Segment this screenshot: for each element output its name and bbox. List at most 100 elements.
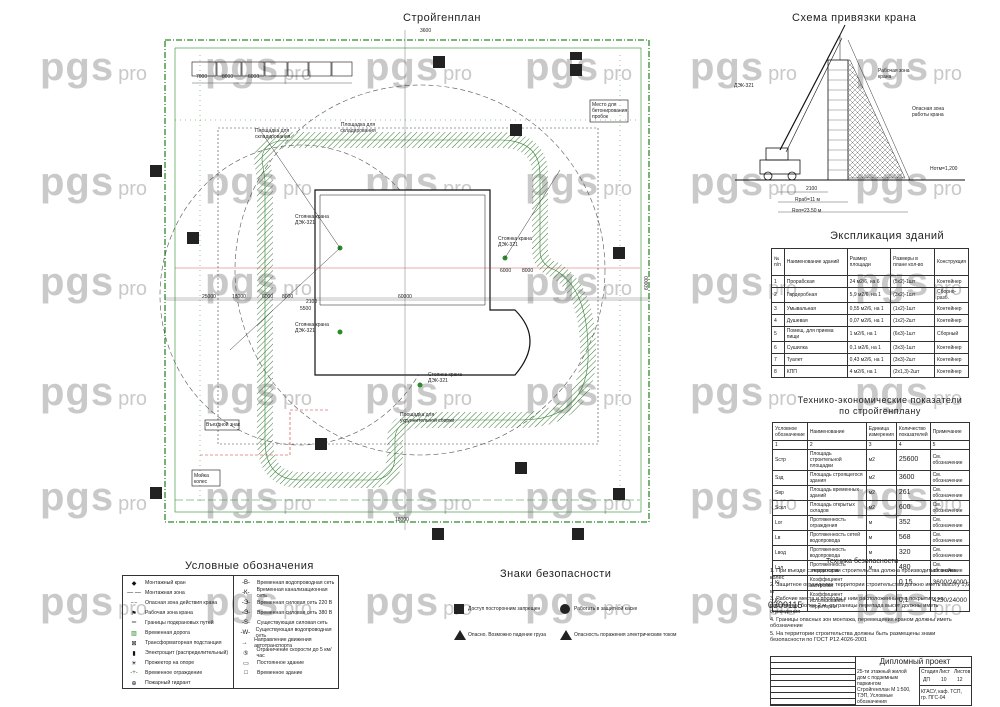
plan-label: Место для бетонирования пробок [592,102,628,120]
crane-danger-zone [234,84,606,456]
safety-sign-label: Опасно. Возможно падение груза [468,632,547,638]
wheel-wash [191,469,221,487]
plan-label: Площадка для укрупнительной сборки [400,412,455,424]
table-header-row: Условное обозначение Наименование Единиц… [772,422,971,441]
sheets-header: Листов [954,669,971,675]
legend-item: -W-Существующая водопроводная сеть [235,627,338,639]
safety-note: 5. На территории строительства должны бы… [770,630,936,644]
crane-label: Опасная зона работы крана [912,106,945,118]
legend-item: ⊠Трансформаторная подстанция [123,638,233,648]
site-plan-title: Стройгенплан [403,12,481,24]
legend-box: ◆Монтажный кран — —Монтажная зона -·-Опа… [122,575,339,689]
legend-item: -+-Временное ограждение [123,668,233,678]
no-entry-sign-icon [454,604,464,614]
crane-scheme-title: Схема привязки крана [792,12,917,24]
table-header-row: № п/п Наименование зданий Размер площади… [771,248,970,276]
tech-econ-title: Технико-экономические показатели по стро… [797,395,963,416]
plan-label: Стоянка крана ДЭК-321 [498,236,532,248]
building-outline [314,189,531,376]
flag-icon: ⚑ [131,610,137,617]
dash-dot-line-icon: -·- [131,600,137,606]
dim-label: 25000 [202,294,216,300]
safety-notes: 1. При въезде с территории строительства… [770,568,970,644]
site-plan-drawing [150,30,650,540]
legend-title: Условные обозначения [185,560,314,572]
legend-item: □Временное здание [235,668,338,678]
legend-item: — —Монтажная зона [123,588,233,598]
drawing-title: Дипломный проект [879,657,951,666]
legend-item: -Э-Временная силовая сеть 380 В [235,608,338,618]
legend-item: -Э-Временная силовая сеть 220 В [235,598,338,608]
buildings-title: Экспликация зданий [830,230,945,242]
transformer-icon: ⊠ [131,640,137,647]
legend-item: ⊕Пожарный гидрант [123,678,233,688]
power-220-icon: -Э- [241,600,251,606]
hydrant-icon: ⊕ [131,680,137,687]
safety-sign-marker [433,56,445,68]
safety-note: 3. Рабочие места и проходы к ним располо… [770,596,944,615]
legend-column-left: ◆Монтажный кран — —Монтажная зона -·-Опа… [123,578,233,688]
safety-note: 4. Границы опасных зон монтажа, перемеще… [770,616,952,630]
safety-signs: Доступ посторонним запрещен Работать в з… [450,600,710,660]
dim-label: 60000 [643,276,650,290]
stamp-code: 0309115 [768,600,803,610]
crane-label: Нотм=1,200 [930,166,958,172]
crane-label: 2100 [806,186,818,192]
dim-label: 7000 [196,74,208,80]
plan-label: Мойка колес [194,473,209,485]
buildings-table: № п/п Наименование зданий Размер площади… [771,248,970,378]
existing-power-icon: -S- [242,620,250,626]
legend-item: ▮Электрощит (распределительный) [123,648,233,658]
switchboard-icon: ▮ [132,650,136,657]
title-block: Дипломный проект 25-ти этажный жилой дом… [770,656,972,706]
dim-label: 6000 [500,268,512,274]
legend-item: ═Границы подкрановых путей [123,618,233,628]
rail-icon: ═ [131,620,137,626]
organization: КГАСУ, каф. ТСП, гр. ПГС-04 [921,689,962,701]
dim-label: 18000 [395,517,409,523]
sheet-title: Стройгенплан М 1:500, ТЭП, Условные обоз… [857,687,911,705]
safety-sign-label: Доступ посторонним запрещен [468,606,541,612]
temporary-building [191,61,217,77]
plan-label: Стоянка крана ДЭК-321 [295,214,329,226]
sheet-count: 12 [957,677,963,683]
project-name: 25-ти этажный жилой дом с подземным парк… [857,669,907,687]
plan-label: Стоянка крана ДЭК-321 [295,322,329,334]
signatures-grid [771,657,856,705]
safety-requirements-title: Техника безопасности [826,558,899,565]
entrance-sign [204,419,240,431]
permanent-building-icon: ▭ [243,660,249,667]
legend-item: -S-Существующая силовая сеть [235,618,338,628]
dim-label: 60000 [398,294,412,300]
legend-column-right: -В-Временная водопроводная сеть -К-Време… [235,578,338,678]
dim-label: 6000 [262,294,274,300]
dim-label: 8000 [222,74,234,80]
crane-label: Рабочая зона крана [878,68,910,80]
arrow-right-icon: → [241,640,248,646]
temporary-fence [164,39,650,523]
legend-item: ▨Временная дорога [123,628,233,638]
safety-sign-label: Опасность поражения электрическим током [574,632,677,638]
dim-label: 3600 [420,28,432,34]
safety-sign-label: Работать в защитной каске [574,606,638,612]
plan-label: Въездной знак [206,422,240,428]
crane-label: ДЭК-321 [734,83,754,89]
tech-econ-table: Условное обозначение Наименование Единиц… [772,422,971,612]
fence-icon: -+- [130,670,138,676]
dim-label: 2100 [306,299,318,305]
legend-item: ▭Постоянное здание [235,658,338,668]
stage: ДП [923,677,930,683]
legend-item: ⚑Рабочая зона крана [123,608,233,618]
dim-label: 8000 [522,268,534,274]
